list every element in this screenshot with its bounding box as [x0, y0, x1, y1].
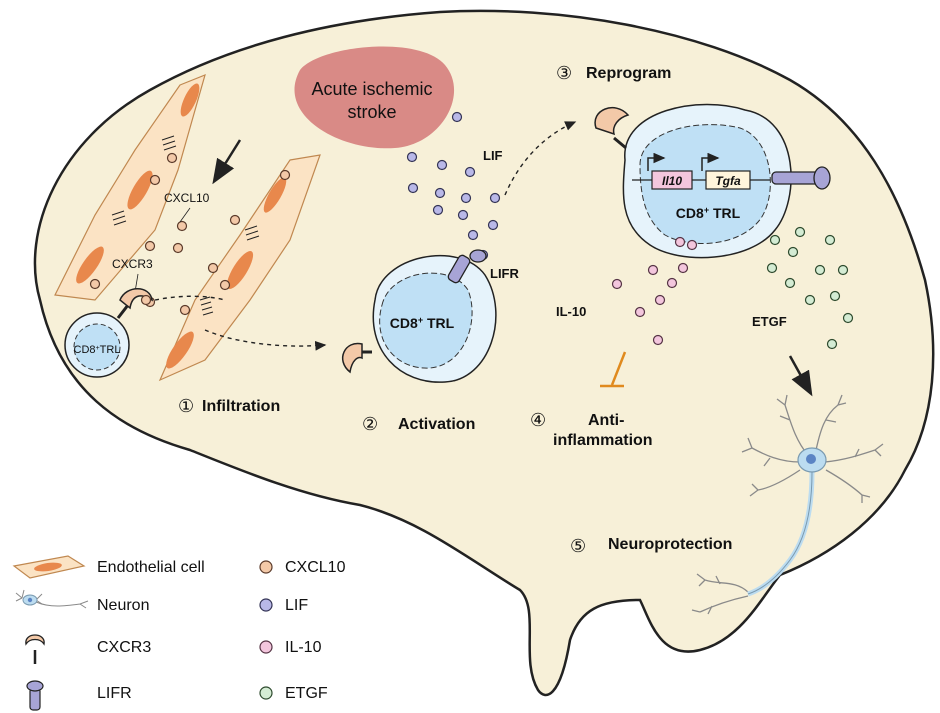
legend-endothelial: Endothelial cell: [97, 559, 205, 576]
neuron: [691, 394, 884, 615]
etgf-dots: [766, 226, 854, 350]
legend-lifr: LIFR: [97, 685, 132, 702]
step2-num: ②: [362, 414, 378, 434]
lif-label: LIF: [483, 148, 503, 163]
cd8-act-base: CD8: [390, 315, 418, 331]
step3-label: Reprogram: [586, 65, 671, 82]
cxcl10-label: CXCL10: [164, 191, 210, 205]
cd8-small-tail: TRL: [100, 344, 121, 356]
cd8-small-sup: +: [96, 345, 100, 352]
stroke-lesion: Acute ischemic stroke: [294, 46, 455, 149]
il10-label: IL-10: [556, 304, 586, 319]
step5-label: Neuroprotection: [608, 536, 732, 553]
cd8-act-tail: TRL: [423, 315, 455, 331]
neuroprotection-arrow: [788, 355, 813, 397]
step5-num: ⑤: [570, 536, 586, 556]
step4-num: ④: [530, 410, 546, 430]
step4-label-line2: inflammation: [553, 432, 653, 449]
legend-cxcr3: CXCR3: [97, 639, 151, 656]
legend: Endothelial cell Neuron CXCR3 LIFR CXCL1…: [12, 555, 346, 711]
cd8-rep-base: CD8: [676, 205, 704, 221]
tight-junctions: [111, 135, 260, 316]
step1-num: ①: [178, 396, 194, 416]
cd8-act-sup: +: [418, 315, 423, 325]
cxcl10-dots: [89, 152, 291, 316]
svg-text:CD8+ TRL: CD8+ TRL: [390, 315, 455, 331]
svg-text:CD8+ TRL: CD8+ TRL: [676, 205, 741, 221]
legend-lif: LIF: [285, 597, 308, 614]
endothelial-vessel-right: [158, 154, 321, 382]
cxcr3-label: CXCR3: [112, 257, 153, 271]
endothelial-vessel-left: [54, 73, 206, 301]
cd8-trl-cell-activated: CD8+ TRL: [341, 249, 497, 383]
cd8-small-base: CD8: [74, 344, 96, 356]
svg-text:CD8+TRL: CD8+TRL: [74, 344, 121, 356]
gene-il10: Il10: [662, 174, 682, 188]
legend-il10: IL-10: [285, 639, 322, 656]
cd8-trl-cell-reprogrammed: Il10 Tgfa CD8+ TRL: [594, 103, 831, 259]
step4-label-line1: Anti-: [588, 412, 624, 429]
legend-neuron: Neuron: [97, 597, 149, 614]
infiltration-down-arrow: [212, 139, 242, 185]
inhibition-mark: [600, 351, 627, 388]
lifr-label: LIFR: [490, 266, 519, 281]
step2-label: Activation: [398, 416, 475, 433]
cd8-rep-tail: TRL: [709, 205, 741, 221]
step1-label: Infiltration: [202, 398, 280, 415]
il10-dots: [611, 236, 698, 346]
step3-num: ③: [556, 63, 572, 83]
stroke-label-line2: stroke: [347, 102, 396, 122]
stroke-label-line1: Acute ischemic: [311, 79, 432, 99]
legend-etgf: ETGF: [285, 685, 328, 702]
etgf-label: ETGF: [752, 314, 787, 329]
cd8-rep-sup: +: [704, 205, 709, 215]
gene-tgfa: Tgfa: [715, 174, 741, 188]
cd8-trl-cell-small: CD8+TRL: [64, 288, 153, 378]
legend-cxcl10: CXCL10: [285, 559, 346, 576]
